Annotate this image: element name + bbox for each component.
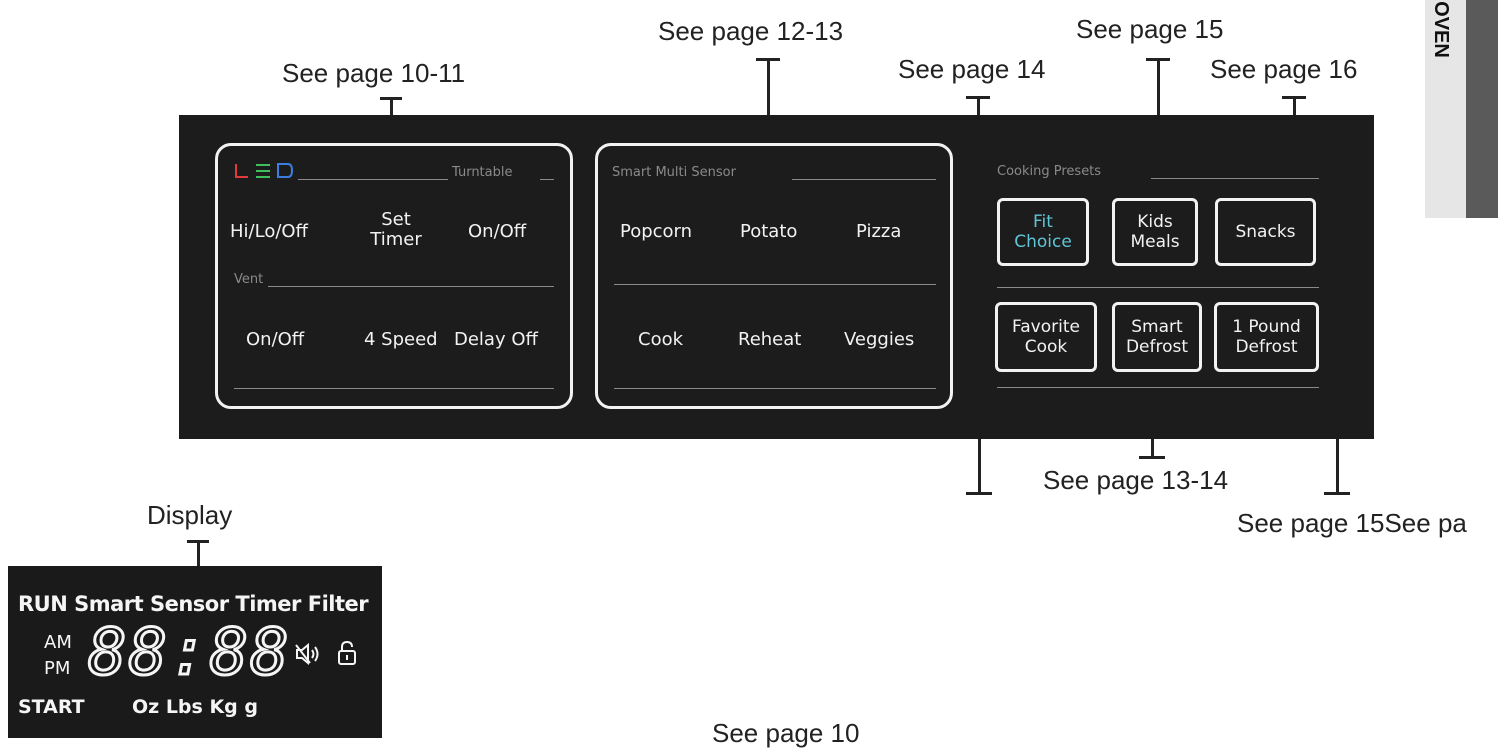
led-logo: [234, 162, 294, 180]
sound-off-icon: [294, 642, 322, 666]
light-hi-lo-off-button[interactable]: Hi/Lo/Off: [230, 221, 308, 242]
cook-button[interactable]: Cook: [638, 329, 684, 350]
unit-indicators: Oz Lbs Kg g: [132, 696, 258, 718]
leader-cap: [1139, 456, 1165, 459]
snacks-button[interactable]: Snacks: [1215, 198, 1316, 266]
sensor-group: Smart Multi Sensor Popcorn Potato Pizza …: [595, 143, 953, 409]
divider: [540, 179, 554, 180]
leader-cap: [966, 492, 992, 495]
callout-pound-defrost: See page 15See pa: [1237, 508, 1467, 538]
sensor-label: Smart Multi Sensor: [612, 165, 736, 180]
clock-digits: 88:88: [87, 615, 291, 692]
callout-snacks: See page 16: [1210, 54, 1358, 84]
start-indicator: START: [18, 696, 85, 718]
vent-4-speed-button[interactable]: 4 Speed: [364, 329, 438, 350]
vent-on-off-button[interactable]: On/Off: [246, 329, 305, 350]
display-indicators: RUN Smart Sensor Timer Filter: [18, 592, 369, 616]
callout-led: See page 10-11: [282, 58, 466, 88]
pm-indicator: PM: [44, 658, 71, 679]
cooking-presets-label: Cooking Presets: [997, 164, 1102, 179]
vent-label: Vent: [234, 272, 264, 287]
divider: [298, 179, 448, 180]
leader-cap: [1324, 492, 1350, 495]
display-panel: RUN Smart Sensor Timer Filter AM PM 88:8…: [8, 566, 382, 738]
callout-bottom: See page 10: [712, 718, 860, 748]
lock-icon: [336, 640, 358, 666]
turntable-label: Turntable: [452, 165, 513, 180]
am-indicator: AM: [44, 632, 72, 653]
callout-display: Display: [147, 500, 233, 530]
divider: [997, 287, 1319, 288]
leader-line: [197, 540, 200, 578]
divider: [268, 286, 554, 287]
reheat-button[interactable]: Reheat: [738, 329, 802, 350]
side-tab-shade: [1466, 0, 1498, 218]
callout-fit-choice: See page 14: [898, 54, 1046, 84]
potato-button[interactable]: Potato: [740, 221, 798, 242]
divider: [234, 388, 554, 389]
side-tab-label: OVEN: [1429, 1, 1452, 58]
divider: [1151, 178, 1319, 179]
popcorn-button[interactable]: Popcorn: [620, 221, 693, 242]
divider: [614, 284, 936, 285]
callout-kids-meals: See page 15: [1076, 14, 1224, 44]
callout-sensor: See page 12-13: [658, 16, 844, 46]
turntable-on-off-button[interactable]: On/Off: [468, 221, 527, 242]
divider: [997, 387, 1319, 388]
leader-line: [767, 58, 770, 145]
divider: [792, 179, 936, 180]
veggies-button[interactable]: Veggies: [844, 329, 915, 350]
callout-favorite-smart: See page 13-14: [1043, 465, 1229, 495]
divider: [614, 388, 936, 389]
vent-delay-off-button[interactable]: Delay Off: [454, 329, 538, 350]
pizza-button[interactable]: Pizza: [856, 221, 902, 242]
